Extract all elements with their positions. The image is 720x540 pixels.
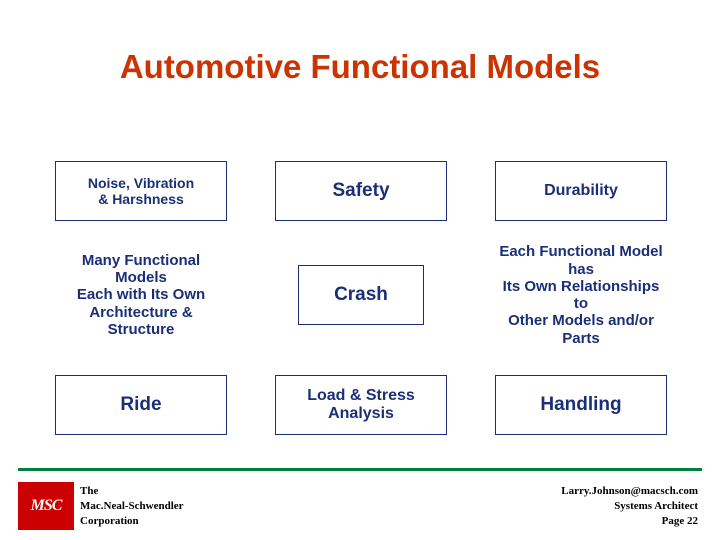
footer-company-line-1: The xyxy=(80,485,99,497)
msc-logo-text: MSC xyxy=(30,497,63,514)
cell-crash[interactable]: Crash xyxy=(298,265,424,325)
footer-email: Larry.Johnson@macsch.com xyxy=(561,485,698,497)
cell-label: Durability xyxy=(544,181,618,199)
cell-ride[interactable]: Ride xyxy=(55,375,227,435)
footer-role: Systems Architect xyxy=(614,499,698,512)
cell-noise-vibration-harshness[interactable]: Noise, Vibration& Harshness xyxy=(55,161,227,221)
footer-page-number: Page 22 xyxy=(661,514,698,527)
cell-handling[interactable]: Handling xyxy=(495,375,667,435)
footer-company-line-2: Mac.Neal-Schwendler xyxy=(80,499,184,512)
footer-company-line-3: Corporation xyxy=(80,514,139,527)
cell-safety[interactable]: Safety xyxy=(275,161,447,221)
footer-company: The Mac.Neal-Schwendler Corporation xyxy=(80,484,184,529)
cell-label: Handling xyxy=(540,394,622,416)
footer-author: Larry.Johnson@macsch.com Systems Archite… xyxy=(561,484,698,529)
cell-label: Ride xyxy=(120,394,162,416)
cell-label: Noise, Vibration& Harshness xyxy=(87,174,195,207)
footer-divider xyxy=(18,468,702,471)
page-title: Automotive Functional Models xyxy=(119,48,601,85)
cell-label: Safety xyxy=(332,180,390,202)
cell-label: Crash xyxy=(334,284,388,306)
cell-durability[interactable]: Durability xyxy=(495,161,667,221)
msc-logo: MSC xyxy=(18,482,74,530)
